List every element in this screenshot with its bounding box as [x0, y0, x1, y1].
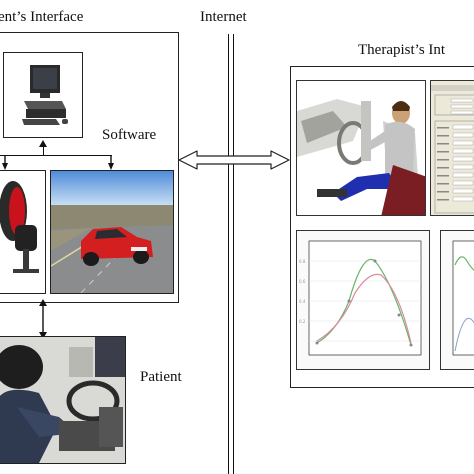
computer-panel: [3, 52, 83, 138]
connector-arrows: [2, 140, 114, 170]
patient-label: Patient: [140, 369, 182, 385]
software-label: Software: [102, 127, 157, 143]
control-window-image: [431, 81, 474, 215]
avatar-driver-image: [297, 81, 425, 215]
patient-driving-image: [0, 337, 125, 463]
connector-bus: [0, 155, 112, 157]
internet-line-right: [233, 34, 235, 474]
patient-photo: [0, 336, 126, 464]
secondary-plot-panel: [440, 230, 474, 370]
avatar-scene-panel: [296, 80, 426, 216]
trajectory-plot-image: 0.8 0.6 0.4 0.2: [299, 240, 422, 356]
svg-text:0.8: 0.8: [299, 259, 306, 264]
therapist-interface-title: Therapist’s Int: [358, 42, 446, 58]
trajectory-plot-panel: 0.8 0.6 0.4 0.2: [296, 230, 430, 370]
desktop-computer-icon: [22, 65, 68, 125]
double-headed-arrow-icon: [178, 150, 290, 170]
steering-wheel-panel: [0, 170, 46, 294]
svg-text:0.4: 0.4: [299, 299, 306, 304]
connector-computer-down: [43, 146, 45, 156]
driving-scene-image: [51, 171, 173, 293]
steering-wheel-icon: [0, 181, 39, 273]
secondary-plot-image: [452, 240, 474, 356]
svg-text:0.2: 0.2: [299, 319, 306, 324]
control-window-panel: [430, 80, 474, 216]
patient-interface-title: ent’s Interface: [0, 9, 84, 25]
internet-label: Internet: [200, 9, 247, 25]
svg-text:0.6: 0.6: [299, 279, 306, 284]
internet-line-left: [228, 34, 230, 474]
driving-simulation-panel: [50, 170, 174, 294]
patient-connector-arrow: [39, 299, 47, 339]
